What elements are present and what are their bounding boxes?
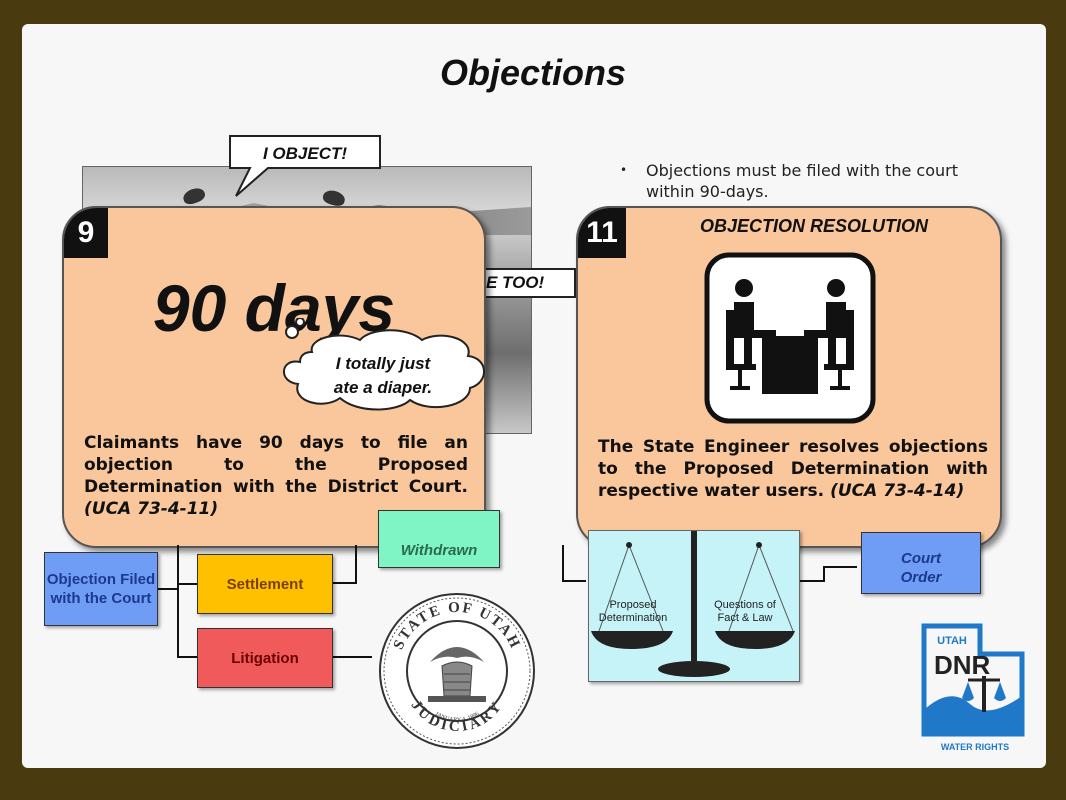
connector-line [562,545,564,581]
card-description-text: The State Engineer resolves objections t… [598,437,988,501]
connector-line [562,580,586,582]
card-description-text: Claimants have 90 days to file an object… [84,433,468,497]
state-seal: STATE OF UTAH JUDICIARY JANUARY 4, 1896 [379,593,535,749]
objection-filed-box: Objection Filed with the Court [44,552,158,626]
card-description: Claimants have 90 days to file an object… [84,432,468,520]
objection-period-card: 9 90 days Claimants have 90 days to file… [62,206,486,548]
bullet-dot-icon: • [620,163,628,177]
logo-agency: DNR [934,650,991,680]
slide-title: Objections [439,52,627,93]
goose-icon [181,185,207,207]
connector-line [158,588,178,590]
connector-line [355,545,357,584]
connector-line [823,566,825,582]
connector-line [177,656,197,658]
card-headline: 90 days [152,271,396,345]
connector-line [332,656,372,658]
card-citation: (UCA 73-4-11) [84,499,219,519]
thought-bubble-text: I totally just ate a diaper. [298,352,468,400]
logo-state: UTAH [937,635,967,647]
connector-line [800,580,824,582]
objection-resolution-card: 11 OBJECTION RESOLUTION The State Engine… [576,206,1002,548]
left-pan-label: Proposed Determination [598,599,668,624]
card-description: The State Engineer resolves objections t… [598,436,988,502]
card-citation: (UCA 73-4-14) [830,481,965,501]
card-heading: OBJECTION RESOLUTION [699,216,928,236]
object-callout-shape [229,135,381,197]
connector-line [823,566,857,568]
settlement-box: Settlement [197,554,333,614]
thought-line-1: I totally just [335,354,431,373]
step-number-badge: 11 [578,208,626,258]
bullet-text: Objections must be filed with the court … [646,161,958,201]
right-pan-label: Questions of Fact & Law [714,599,776,624]
dnr-logo: UTAH DNR WATER RIGHTS [921,623,1025,752]
step-number-badge: 9 [64,208,108,258]
court-order-line-2: Order [900,569,942,586]
connector-line [177,583,197,585]
court-order-box: Court Order [861,532,981,594]
meeting-icon [704,252,876,424]
object-callout-text: I OBJECT! [262,144,348,163]
litigation-box: Litigation [197,628,333,688]
scale-box: Proposed Determination Questions of Fact… [588,530,800,682]
court-order-line-1: Court [901,550,941,567]
connector-line [177,545,179,657]
balance-scale-icon [591,531,795,677]
connector-line [332,582,356,584]
thought-bubble-shape [283,318,485,411]
logo-division: WATER RIGHTS [941,742,1009,752]
bullet-item: • Objections must be filed with the cour… [620,160,980,202]
withdrawn-box: Withdrawn [378,510,500,568]
thought-line-2: ate a diaper. [333,378,433,397]
